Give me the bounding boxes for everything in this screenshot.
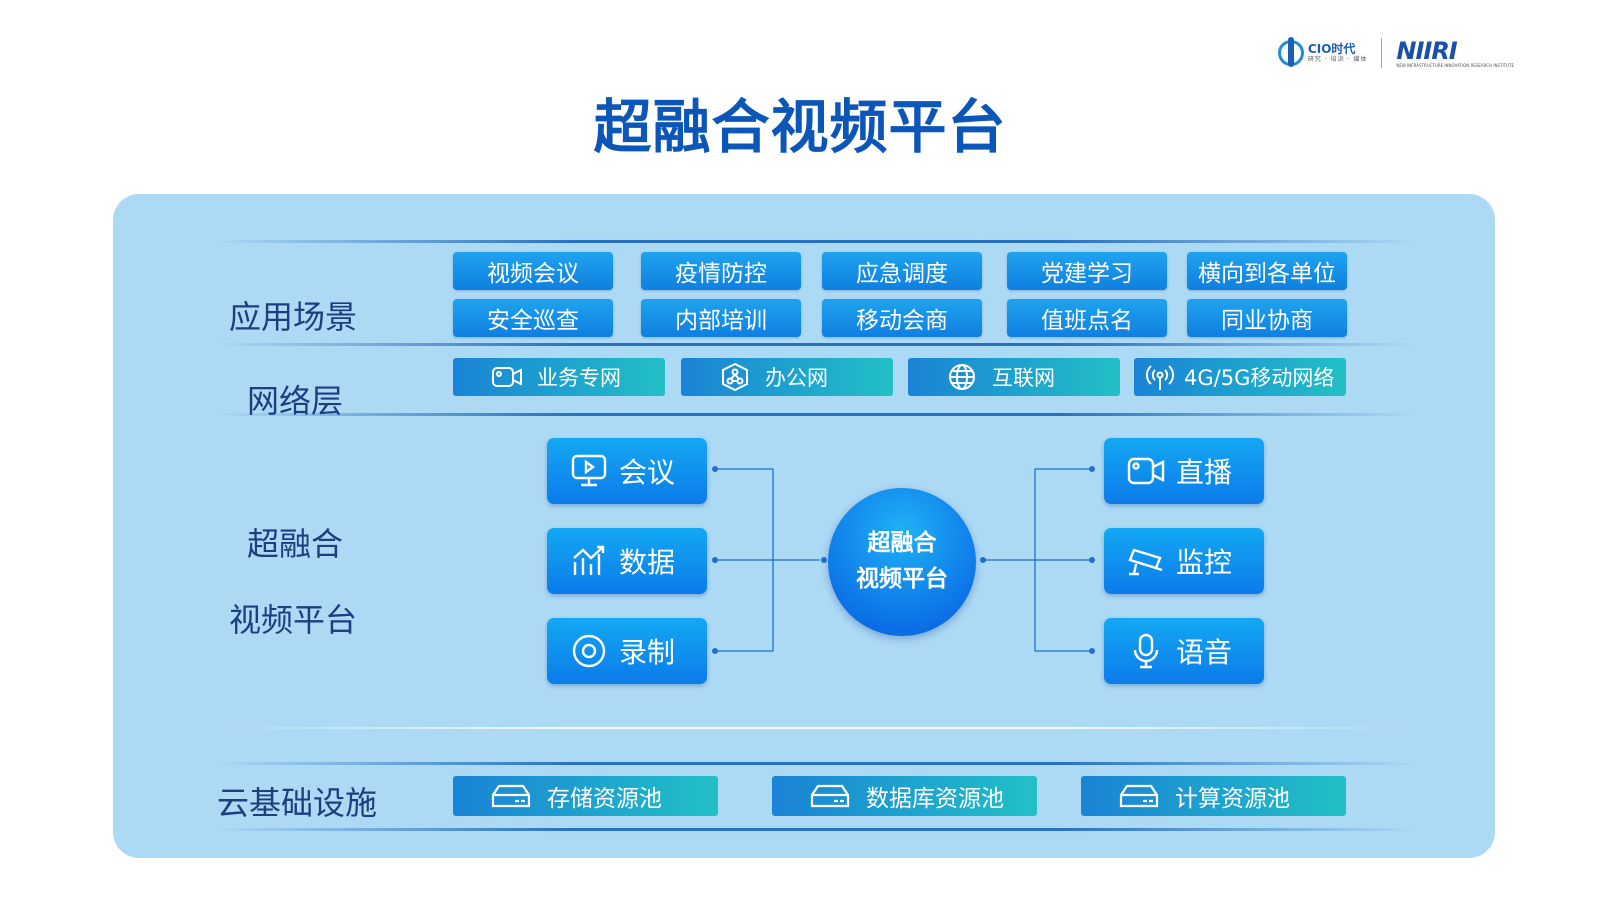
cloud-resource-pool: 存储资源池 bbox=[453, 776, 718, 816]
server-icon bbox=[1119, 780, 1159, 812]
niiri-logo-tagline: NEW INFRASTRUCTURE INNOVATION RESEARCH I… bbox=[1396, 62, 1514, 68]
platform-node-label: 直播 bbox=[1176, 456, 1233, 489]
network-item-label: 4G/5G移动网络 bbox=[1184, 366, 1335, 390]
app-chip: 疫情防控 bbox=[641, 252, 801, 290]
divider bbox=[215, 413, 1415, 416]
network-item: 业务专网 bbox=[453, 358, 665, 396]
app-chip: 视频会议 bbox=[453, 252, 613, 290]
section-label-platform-line2: 视频平台 bbox=[229, 601, 358, 639]
server-icon bbox=[810, 780, 850, 812]
surveillance-camera-icon bbox=[1126, 541, 1166, 581]
platform-hub: 超融合 视频平台 bbox=[828, 488, 976, 636]
logo-divider bbox=[1381, 38, 1383, 68]
network-item-label: 互联网 bbox=[992, 366, 1055, 390]
platform-node-voice: 语音 bbox=[1104, 618, 1264, 684]
video-camera-icon bbox=[1126, 451, 1166, 491]
platform-hub-line1: 超融合 bbox=[867, 530, 937, 557]
platform-node-label: 数据 bbox=[619, 546, 676, 579]
niiri-logo: NIIRI NEW INFRASTRUCTURE INNOVATION RESE… bbox=[1396, 39, 1514, 68]
record-icon bbox=[569, 631, 609, 671]
cio-logo-mark-icon bbox=[1277, 37, 1304, 67]
cloud-resource-label: 数据库资源池 bbox=[866, 786, 1004, 812]
server-icon bbox=[491, 780, 531, 812]
cloud-resource-label: 存储资源池 bbox=[547, 786, 662, 812]
network-shield-icon bbox=[719, 361, 751, 393]
app-chip: 横向到各单位 bbox=[1187, 252, 1347, 290]
network-item-label: 业务专网 bbox=[537, 366, 621, 390]
platform-node-meeting: 会议 bbox=[547, 438, 707, 504]
platform-node-label: 语音 bbox=[1176, 636, 1233, 669]
divider bbox=[215, 343, 1415, 346]
video-camera-icon bbox=[491, 361, 523, 393]
app-chip: 应急调度 bbox=[822, 252, 982, 290]
section-label-application: 应用场景 bbox=[229, 298, 358, 336]
divider bbox=[215, 727, 1415, 729]
network-item-label: 办公网 bbox=[765, 366, 828, 390]
chart-trend-icon bbox=[569, 541, 609, 581]
platform-node-monitoring: 监控 bbox=[1104, 528, 1264, 594]
app-chip: 内部培训 bbox=[641, 299, 801, 337]
app-chip: 移动会商 bbox=[822, 299, 982, 337]
globe-icon bbox=[946, 361, 978, 393]
microphone-icon bbox=[1126, 631, 1166, 671]
platform-node-label: 会议 bbox=[619, 456, 676, 489]
app-chip: 值班点名 bbox=[1007, 299, 1167, 337]
divider bbox=[215, 762, 1415, 765]
network-item: 办公网 bbox=[681, 358, 893, 396]
cloud-resource-pool: 计算资源池 bbox=[1081, 776, 1346, 816]
header-logos: CIO时代 研究 · 培训 · 媒体 NIIRI NEW INFRASTRUCT… bbox=[1277, 37, 1514, 68]
network-item: 互联网 bbox=[908, 358, 1120, 396]
cio-logo-tagline: 研究 · 培训 · 媒体 bbox=[1307, 56, 1368, 63]
network-item: 4G/5G移动网络 bbox=[1134, 358, 1346, 396]
app-chip: 安全巡查 bbox=[453, 299, 613, 337]
niiri-logo-name: NIIRI bbox=[1396, 36, 1457, 65]
divider bbox=[215, 828, 1415, 831]
app-chip: 同业协商 bbox=[1187, 299, 1347, 337]
page-title: 超融合视频平台 bbox=[593, 93, 1007, 161]
divider bbox=[215, 240, 1415, 243]
platform-node-label: 录制 bbox=[619, 636, 676, 669]
cloud-resource-label: 计算资源池 bbox=[1175, 786, 1290, 812]
platform-node-label: 监控 bbox=[1176, 546, 1233, 579]
platform-node-data: 数据 bbox=[547, 528, 707, 594]
section-label-cloud: 云基础设施 bbox=[217, 784, 378, 822]
platform-node-live: 直播 bbox=[1104, 438, 1264, 504]
platform-hub-line2: 视频平台 bbox=[856, 566, 948, 592]
monitor-play-icon bbox=[569, 451, 609, 491]
section-label-network: 网络层 bbox=[247, 382, 344, 420]
cloud-resource-pool: 数据库资源池 bbox=[772, 776, 1037, 816]
platform-node-recording: 录制 bbox=[547, 618, 707, 684]
app-chip: 党建学习 bbox=[1007, 252, 1167, 290]
cio-logo-name: CIO时代 bbox=[1307, 42, 1356, 56]
cio-logo: CIO时代 研究 · 培训 · 媒体 bbox=[1277, 37, 1368, 67]
antenna-signal-icon bbox=[1144, 361, 1176, 393]
section-label-platform-line1: 超融合 bbox=[247, 525, 344, 563]
